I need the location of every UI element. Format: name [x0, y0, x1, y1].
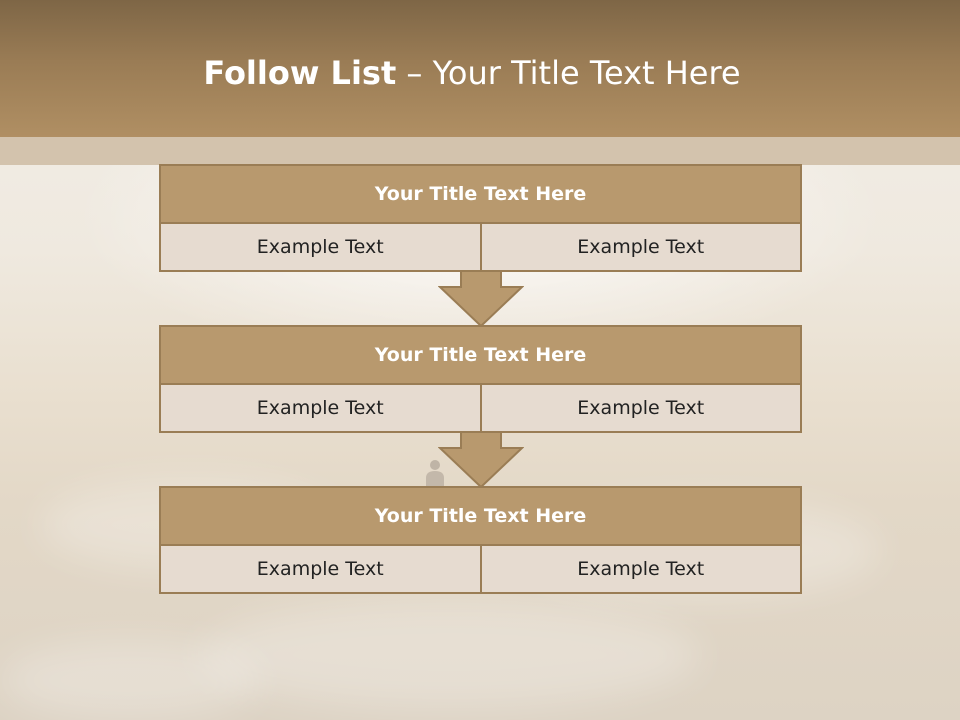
block-cell-left: Example Text — [161, 224, 480, 270]
header-band — [0, 137, 960, 165]
block-title: Your Title Text Here — [161, 488, 800, 544]
block-title: Your Title Text Here — [161, 166, 800, 222]
slide-title: Follow List – Your Title Text Here — [0, 54, 944, 92]
title-rest: – Your Title Text Here — [396, 54, 741, 92]
flow-block-2: Your Title Text Here Example Text Exampl… — [159, 325, 802, 433]
block-cell-right: Example Text — [479, 546, 800, 592]
title-bold: Follow List — [203, 54, 397, 92]
header-bar — [0, 0, 960, 137]
down-arrow-icon — [438, 431, 524, 489]
block-cell-right: Example Text — [479, 224, 800, 270]
cloud-decoration — [0, 640, 260, 720]
block-row: Example Text Example Text — [161, 383, 800, 431]
block-cell-left: Example Text — [161, 385, 480, 431]
cloud-decoration — [200, 600, 700, 710]
flow-block-3: Your Title Text Here Example Text Exampl… — [159, 486, 802, 594]
flow-block-1: Your Title Text Here Example Text Exampl… — [159, 164, 802, 272]
down-arrow-icon — [438, 270, 524, 328]
block-row: Example Text Example Text — [161, 544, 800, 592]
block-title: Your Title Text Here — [161, 327, 800, 383]
block-cell-left: Example Text — [161, 546, 480, 592]
block-row: Example Text Example Text — [161, 222, 800, 270]
block-cell-right: Example Text — [479, 385, 800, 431]
